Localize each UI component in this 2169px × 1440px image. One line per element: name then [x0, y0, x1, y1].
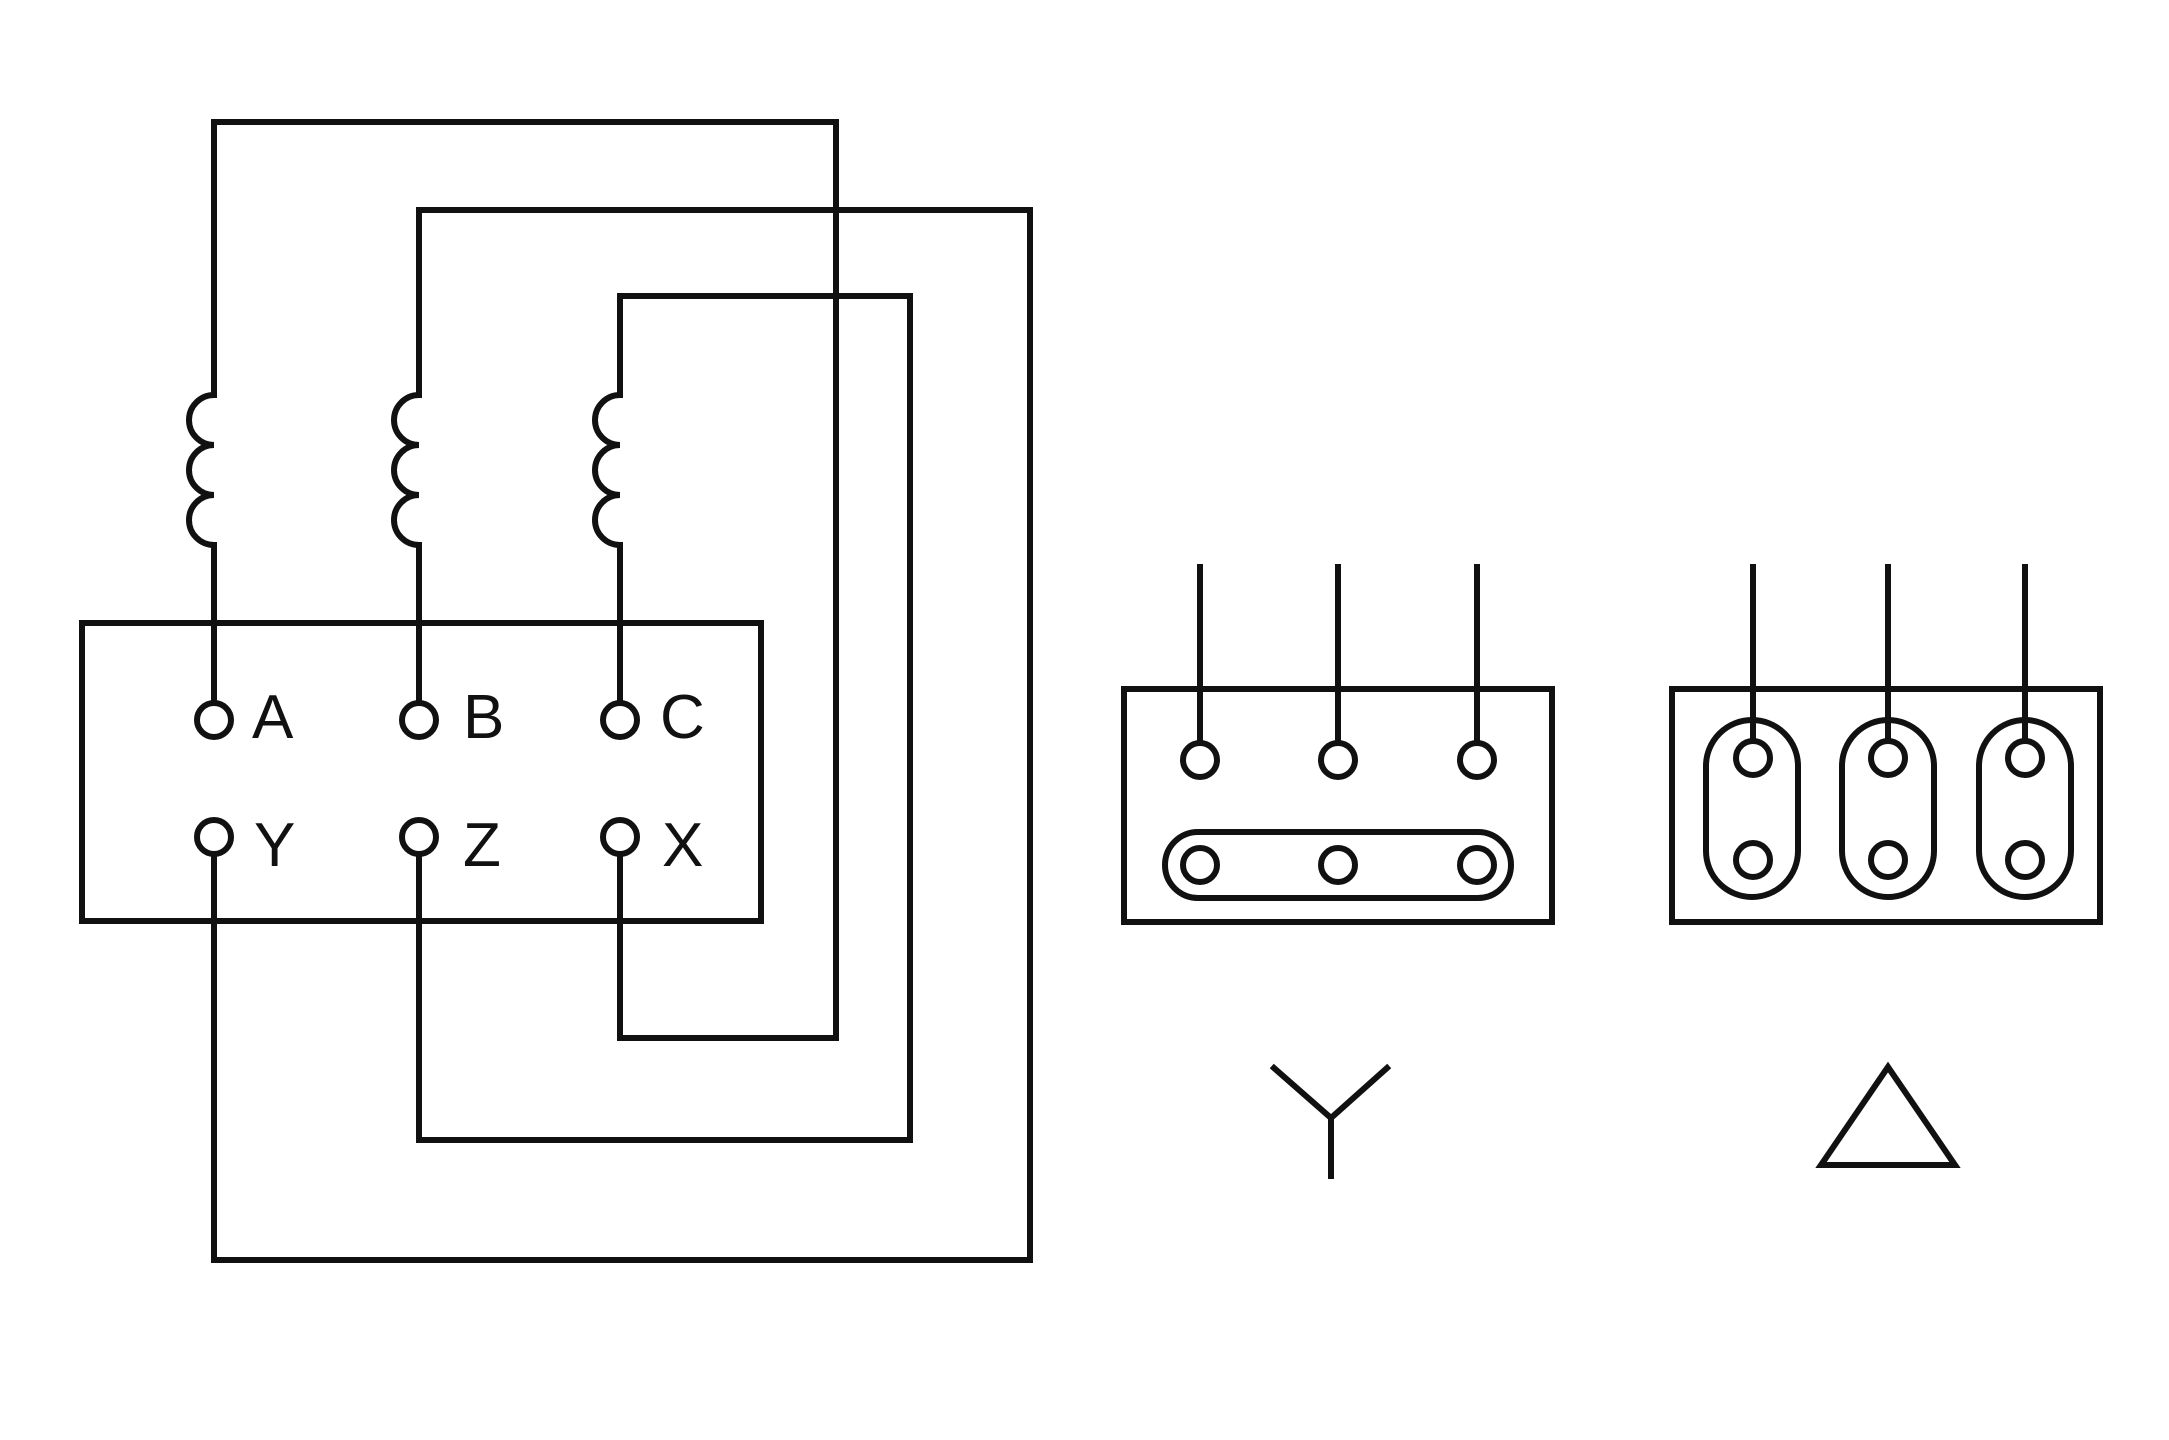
star-terminal-box	[1121, 686, 1555, 925]
terminal-label-z: Z	[463, 811, 501, 880]
motor-windings-schematic: A B C Y Z X	[79, 119, 1033, 1263]
winding-b-coil	[211, 207, 1033, 1263]
terminal-label-y: Y	[254, 811, 295, 880]
delta-terminal-box	[1669, 686, 2103, 925]
terminal-label-x: X	[662, 811, 703, 880]
winding-c-coil	[416, 293, 913, 1143]
delta-link-1	[1703, 717, 1801, 900]
terminal-b	[399, 700, 439, 740]
terminal-label-b: B	[463, 683, 504, 752]
star-bridge-link	[1162, 829, 1514, 901]
terminal-label-c: C	[660, 683, 705, 752]
terminal-a	[194, 700, 234, 740]
terminal-x	[600, 817, 640, 857]
delta-link-3	[1976, 717, 2074, 900]
winding-a-coil	[186, 119, 839, 1041]
terminal-y	[194, 817, 234, 857]
star-connection-block	[1121, 564, 1555, 925]
terminal-c	[600, 700, 640, 740]
delta-triangle-symbol	[1815, 1061, 1961, 1168]
terminal-label-a: A	[252, 683, 294, 752]
terminal-z	[399, 817, 439, 857]
delta-link-2	[1839, 717, 1937, 900]
delta-connection-block	[1669, 564, 2103, 925]
star-wye-symbol	[1269, 1063, 1392, 1179]
